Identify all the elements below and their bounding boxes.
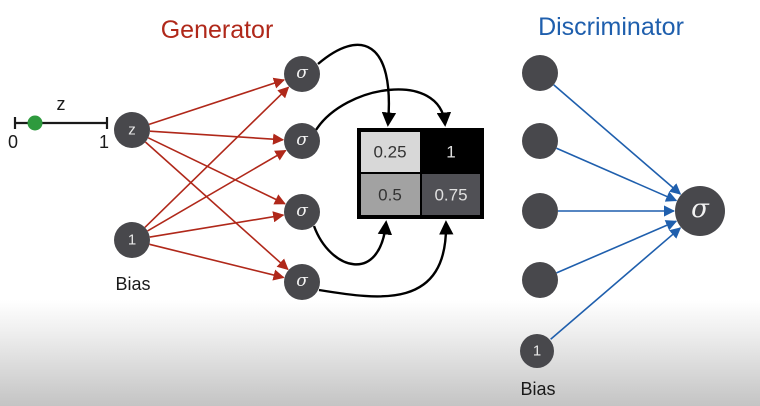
node-z — [114, 112, 150, 148]
gen-edge-0-0 — [148, 77, 286, 126]
grid-cell-2-value: 0.5 — [378, 186, 402, 205]
sigma-icon: σ — [296, 271, 308, 291]
discriminator-bias-caption: Bias — [520, 379, 555, 399]
sigma-icon: σ — [296, 63, 308, 83]
gen-edge-0-2 — [147, 137, 286, 205]
sigma-icon: σ — [296, 130, 308, 150]
disc-bias: 1 Bias — [520, 334, 556, 399]
latent-slider: z 0 1 — [8, 94, 109, 152]
grid-cell-2 — [361, 174, 420, 215]
hidden-node-3 — [284, 194, 320, 230]
discriminator-title: Discriminator — [538, 13, 684, 41]
disc-input-node-3 — [522, 193, 558, 229]
latent-variable-label: z — [57, 94, 66, 114]
grid-cell-0-value: 0.25 — [373, 143, 406, 162]
generator-hidden-4: σ — [284, 264, 320, 300]
disc-edge-1 — [556, 147, 678, 202]
grid-cell-3 — [422, 174, 480, 215]
disc-input-node-2 — [522, 123, 558, 159]
curve-sigma2-to-cell2 — [314, 88, 452, 131]
hidden-node-1 — [284, 56, 320, 92]
image-grid: 0.25 1 0.5 0.75 — [357, 128, 484, 219]
gen-edge-0-3 — [144, 141, 289, 271]
grid-cell-0 — [361, 132, 420, 172]
generator-hidden-2: σ — [284, 123, 320, 159]
disc-bias-label: 1 — [533, 343, 541, 360]
generator-input-bias: 1 Bias — [114, 222, 151, 294]
latent-axis-min-label: 0 — [8, 132, 18, 152]
gen-edge-1-2 — [149, 211, 285, 238]
curve-sigma1-to-cell1 — [317, 43, 397, 127]
disc-input-node-1 — [522, 55, 558, 91]
generator-input-z: z — [114, 112, 150, 148]
node-bias-label: 1 — [128, 232, 136, 249]
grid-cell-1 — [422, 132, 480, 172]
discriminator-edges — [550, 84, 682, 340]
generator-hidden-1: σ — [284, 56, 320, 92]
gen-edge-1-3 — [149, 243, 285, 281]
node-z-label: z — [128, 122, 136, 139]
disc-edge-3 — [556, 220, 678, 274]
grid-cell-1-value: 1 — [446, 143, 455, 162]
sigma-icon: σ — [691, 194, 710, 224]
generator-hidden-3: σ — [284, 194, 320, 230]
gen-edge-1-0 — [144, 86, 290, 228]
generator-title: Generator — [161, 16, 274, 44]
gen-edge-0-1 — [149, 130, 285, 145]
generator-edges — [144, 77, 290, 281]
disc-bias-node — [520, 334, 554, 368]
grid-cell-3-value: 0.75 — [434, 186, 467, 205]
disc-output-node — [675, 186, 725, 236]
hidden-node-2 — [284, 123, 320, 159]
sigma-icon: σ — [296, 201, 308, 221]
generator-bias-caption: Bias — [115, 274, 150, 294]
hidden-node-4 — [284, 264, 320, 300]
latent-value-dot — [27, 115, 43, 131]
disc-input-node-4 — [522, 262, 558, 298]
disc-output: σ — [675, 186, 725, 236]
disc-edge-0 — [553, 84, 682, 195]
gen-edge-1-1 — [147, 149, 287, 232]
output-curves — [312, 43, 454, 298]
node-bias — [114, 222, 150, 258]
latent-axis-max-label: 1 — [99, 132, 109, 152]
disc-edge-4 — [550, 227, 682, 340]
curve-sigma3-to-cell3 — [312, 220, 393, 266]
curve-sigma4-to-cell4 — [318, 220, 454, 298]
